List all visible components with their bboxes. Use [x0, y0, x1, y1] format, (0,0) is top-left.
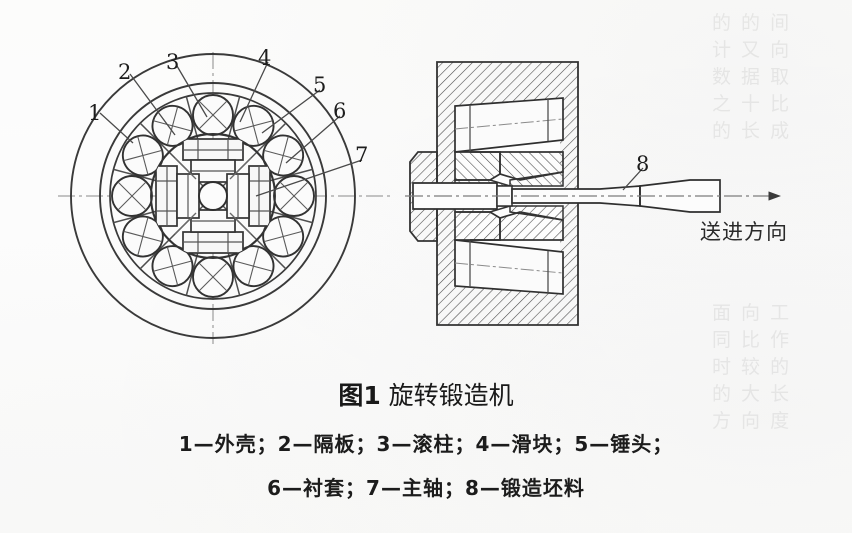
forged-billet-workpiece	[511, 179, 721, 213]
hammer-slider-assembly	[226, 165, 271, 227]
longitudinal-section-view	[405, 61, 782, 326]
outer-housing-circle	[70, 53, 356, 339]
bushing-outer-circle	[99, 82, 327, 310]
hammer-slider-assembly	[182, 209, 244, 254]
leader-4	[239, 61, 269, 123]
tapered-roller-upper	[454, 97, 564, 153]
bushing-inner-circle	[109, 92, 317, 300]
figure-number: 图1	[338, 381, 381, 410]
callout-label-1: 1	[88, 101, 102, 125]
figure-title-text: 旋转锻造机	[388, 381, 514, 410]
figure-title: 图1 旋转锻造机	[0, 376, 852, 412]
leader-6	[285, 115, 341, 164]
feed-direction-label: 送进方向	[700, 220, 788, 244]
tapered-roller-lower	[454, 239, 564, 295]
roller	[151, 245, 194, 288]
cross-section-view	[58, 52, 392, 344]
roller	[192, 256, 234, 298]
leader-1	[99, 112, 134, 144]
callout-label-2: 2	[118, 60, 132, 84]
legend-line-1: 1—外壳；2—隔板；3—滚柱；4—滑块；5—锤头；	[178, 432, 674, 456]
leader-2	[129, 73, 176, 136]
legend-line-2: 6—衬套；7—主轴；8—锻造坯料	[267, 476, 585, 500]
leader-5	[261, 89, 321, 134]
roller	[232, 245, 275, 288]
callout-label-3: 3	[166, 50, 180, 74]
hub-corner-lines	[174, 157, 252, 235]
spindle-bore-circle	[198, 181, 228, 211]
roller	[111, 175, 153, 217]
roller	[192, 94, 234, 136]
hammer-block-lower	[454, 205, 564, 241]
leader-7	[255, 159, 363, 197]
leader-8	[622, 167, 644, 191]
callout-label-7: 7	[355, 143, 369, 167]
callout-label-4: 4	[258, 46, 272, 70]
callout-leaders	[99, 61, 363, 197]
inner-body-circle	[150, 133, 276, 259]
callout-label-8: 8	[636, 152, 650, 176]
callout-label-5: 5	[313, 73, 327, 97]
roller	[121, 134, 164, 177]
roller	[151, 104, 194, 147]
hammer-slider-assembly	[155, 165, 200, 227]
roller	[273, 175, 315, 217]
leader-3	[176, 65, 208, 118]
callout-label-6: 6	[333, 99, 347, 123]
roller-ring	[111, 94, 315, 298]
